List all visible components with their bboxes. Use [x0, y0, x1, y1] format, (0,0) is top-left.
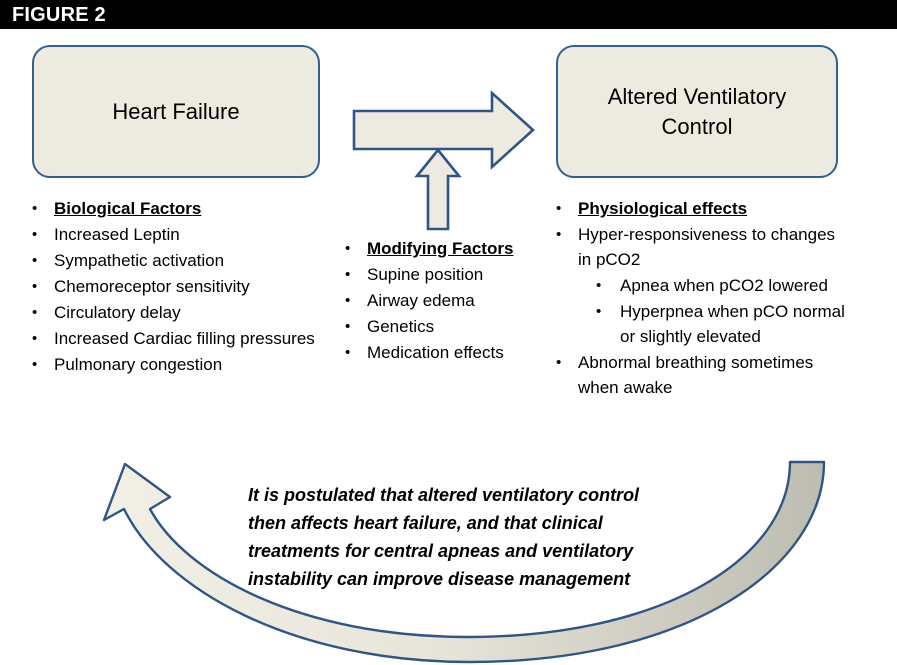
- bullet-dot-icon: •: [345, 266, 351, 283]
- list-item: • Circulatory delay: [32, 300, 332, 325]
- bullet-dot-icon: •: [345, 240, 351, 257]
- bullet-dot-icon: •: [32, 356, 38, 373]
- bullet-dot-icon: •: [345, 344, 351, 361]
- bullet-dot-icon: •: [345, 318, 351, 335]
- list-item: • Genetics: [345, 314, 555, 339]
- list-item-label: Increased Cardiac filling pressures: [54, 329, 315, 348]
- box-altered-ventilatory-control[interactable]: Altered Ventilatory Control: [556, 45, 838, 178]
- list-item: • Sympathetic activation: [32, 248, 332, 273]
- list-item-label: Medication effects: [367, 343, 504, 362]
- feedback-caption: It is postulated that altered ventilator…: [248, 485, 640, 589]
- bullet-dot-icon: •: [32, 304, 38, 321]
- list-item: • Chemoreceptor sensitivity: [32, 274, 332, 299]
- list-item-label: Biological Factors: [54, 199, 202, 218]
- list-item: • Modifying Factors: [345, 236, 555, 261]
- list-item-label: Hyperpnea when pCO normal or slightly el…: [620, 302, 845, 346]
- list-item: • Biological Factors: [32, 196, 332, 221]
- list-item-label: Increased Leptin: [54, 225, 180, 244]
- list-item: • Medication effects: [345, 340, 555, 365]
- list-item-label: Genetics: [367, 317, 435, 336]
- list-item-label: Supine position: [367, 265, 484, 284]
- bullet-dot-icon: •: [32, 278, 38, 295]
- figure-title: FIGURE 2: [12, 4, 106, 26]
- list-item-label: Abnormal breathing sometimes when awake: [578, 353, 814, 397]
- list-item: • Hyperpnea when pCO normal or slightly …: [556, 299, 846, 349]
- list-item: • Increased Leptin: [32, 222, 332, 247]
- bullet-dot-icon: •: [32, 330, 38, 347]
- list-item-label: Pulmonary congestion: [54, 355, 223, 374]
- bullet-dot-icon: •: [556, 200, 562, 217]
- list-item-label: Circulatory delay: [54, 303, 181, 322]
- list-item: • Supine position: [345, 262, 555, 287]
- list-item: • Increased Cardiac filling pressures: [32, 326, 332, 351]
- bullet-dot-icon: •: [32, 252, 38, 269]
- list-item-label: Modifying Factors: [367, 239, 514, 258]
- bullet-dot-icon: •: [596, 303, 602, 320]
- bullet-list-biological-factors: • Biological Factors • Increased Leptin …: [32, 196, 332, 378]
- list-item-label: Chemoreceptor sensitivity: [54, 277, 250, 296]
- bullet-list-modifying-factors: • Modifying Factors • Supine position • …: [345, 236, 555, 366]
- list-item: • Airway edema: [345, 288, 555, 313]
- bullet-dot-icon: •: [345, 292, 351, 309]
- horizontal-right-arrow-icon: [352, 90, 535, 170]
- list-item-label: Sympathetic activation: [54, 251, 225, 270]
- list-item: • Physiological effects: [556, 196, 846, 221]
- list-item: • Apnea when pCO2 lowered: [556, 273, 846, 298]
- bullet-dot-icon: •: [32, 226, 38, 243]
- vertical-up-arrow-icon: [414, 147, 462, 231]
- bullet-dot-icon: •: [556, 354, 562, 371]
- list-item: • Hyper-responsiveness to changes in pCO…: [556, 222, 846, 272]
- list-item-label: Hyper-responsiveness to changes in pCO2: [578, 225, 836, 269]
- list-item-label: Airway edema: [367, 291, 475, 310]
- list-item-label: Apnea when pCO2 lowered: [620, 276, 828, 295]
- box-heart-failure[interactable]: Heart Failure: [32, 45, 320, 178]
- box-altered-ventilatory-control-label: Altered Ventilatory Control: [607, 83, 787, 139]
- list-item: • Abnormal breathing sometimes when awak…: [556, 350, 846, 400]
- list-item-label: Physiological effects: [578, 199, 748, 218]
- box-heart-failure-label: Heart Failure: [112, 98, 240, 124]
- list-item: • Pulmonary congestion: [32, 352, 332, 377]
- bullet-dot-icon: •: [556, 226, 562, 243]
- bullet-dot-icon: •: [596, 277, 602, 294]
- bullet-dot-icon: •: [32, 200, 38, 217]
- bullet-list-physiological-effects: • Physiological effects • Hyper-responsi…: [556, 196, 846, 401]
- figure-header-bar: FIGURE 2: [0, 0, 897, 29]
